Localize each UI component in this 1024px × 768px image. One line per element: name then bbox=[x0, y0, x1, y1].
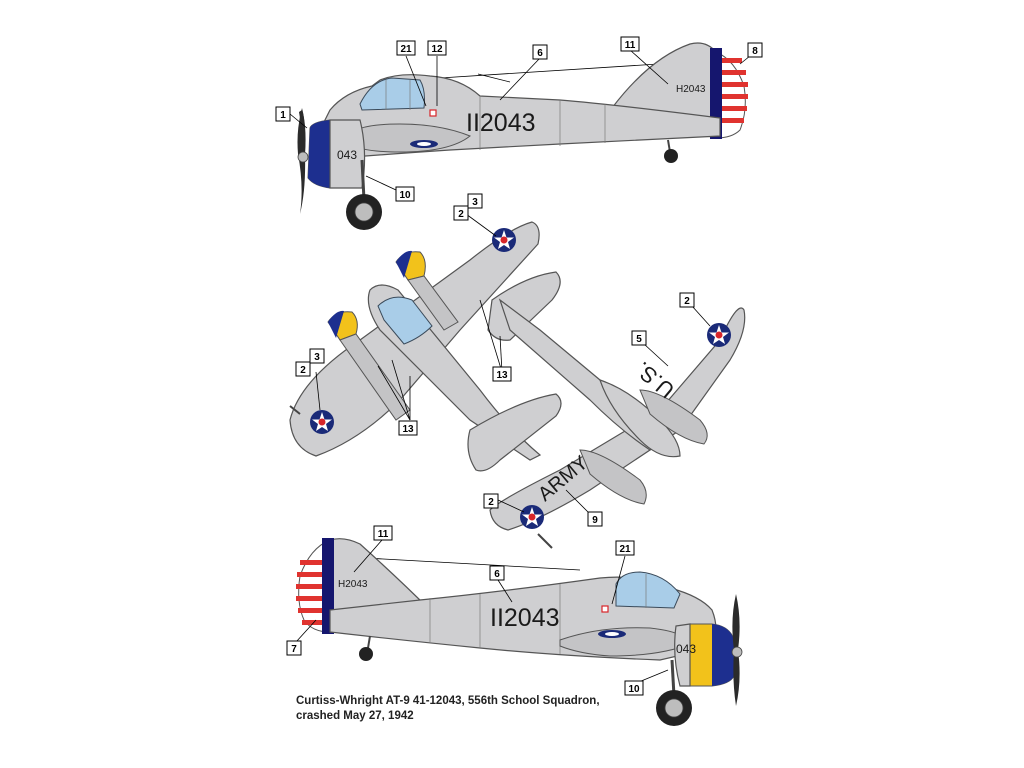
callout-13: 13 bbox=[492, 366, 512, 382]
callout-5: 5 bbox=[631, 330, 647, 346]
engine-nacelle-right bbox=[395, 250, 459, 331]
callout-number: 6 bbox=[494, 569, 500, 580]
callout-number: 3 bbox=[472, 197, 478, 208]
top-side-profile: 043 II2043 H2043 bbox=[297, 42, 748, 230]
callout-number: 6 bbox=[537, 48, 543, 59]
engine-nacelle-left bbox=[327, 310, 411, 421]
callout-number: 21 bbox=[400, 44, 412, 55]
antenna-wire bbox=[477, 73, 511, 83]
callout-11: 11 bbox=[373, 525, 393, 541]
tail-wheel bbox=[359, 635, 373, 661]
tail-code: H2043 bbox=[338, 579, 368, 590]
propeller bbox=[297, 108, 309, 214]
callout-2: 2 bbox=[295, 361, 311, 377]
callout-3: 3 bbox=[309, 348, 325, 364]
callout-2: 2 bbox=[679, 292, 695, 308]
callout-number: 21 bbox=[619, 544, 631, 555]
callout-number: 2 bbox=[684, 296, 690, 307]
national-insignia bbox=[310, 410, 334, 434]
leader-lines bbox=[289, 49, 751, 685]
callout-number: 2 bbox=[458, 209, 464, 220]
callout-number: 1 bbox=[280, 110, 286, 121]
engine-nacelle-right bbox=[639, 389, 708, 445]
callout-2: 2 bbox=[453, 205, 469, 221]
bottom-side-profile: 043 II2043 H2043 bbox=[296, 538, 743, 726]
callout-number: 11 bbox=[625, 40, 636, 51]
callout-11: 11 bbox=[620, 36, 640, 52]
tail-wheel bbox=[664, 139, 678, 163]
caption-line: Curtiss-Whright AT-9 41-12043, 556th Sch… bbox=[296, 695, 600, 707]
callout-6: 6 bbox=[489, 565, 505, 581]
callout-number: 2 bbox=[300, 365, 306, 376]
caption-line: crashed May 27, 1942 bbox=[296, 710, 414, 722]
callout-number: 13 bbox=[496, 370, 508, 381]
national-insignia bbox=[707, 323, 731, 347]
callout-8: 8 bbox=[747, 42, 763, 58]
callout-10: 10 bbox=[624, 680, 644, 696]
callout-number: 11 bbox=[378, 529, 389, 540]
callout-number: 10 bbox=[399, 190, 411, 201]
canopy bbox=[377, 296, 433, 345]
horizontal-stabilizer bbox=[487, 271, 561, 341]
callout-2: 2 bbox=[483, 493, 499, 509]
national-insignia bbox=[492, 228, 516, 252]
callout-7: 7 bbox=[286, 640, 302, 656]
callout-3: 3 bbox=[467, 193, 483, 209]
cowl-number: 043 bbox=[337, 148, 357, 162]
engine-cowling bbox=[674, 623, 735, 687]
callout-number: 2 bbox=[488, 497, 494, 508]
main-landing-gear bbox=[656, 659, 692, 726]
rudder-stripes bbox=[296, 538, 334, 634]
callout-number: 7 bbox=[291, 644, 297, 655]
callout-number: 8 bbox=[752, 46, 758, 57]
fuselage-nose bbox=[599, 379, 681, 458]
callout-13: 13 bbox=[398, 420, 418, 436]
horizontal-stabilizer bbox=[467, 393, 562, 472]
tail-code: H2043 bbox=[676, 84, 706, 95]
engine-nacelle bbox=[349, 123, 471, 153]
callout-number: 9 bbox=[592, 515, 598, 526]
rudder-stripes bbox=[710, 48, 748, 139]
plan-view-upper bbox=[289, 221, 562, 472]
callout-6: 6 bbox=[532, 44, 548, 60]
callout-number: 10 bbox=[628, 684, 640, 695]
fuselage-serial: II2043 bbox=[490, 604, 560, 632]
callout-number: 13 bbox=[402, 424, 414, 435]
callout-9: 9 bbox=[587, 511, 603, 527]
canopy bbox=[359, 77, 425, 111]
aircraft-caption: Curtiss-Whright AT-9 41-12043, 556th Sch… bbox=[296, 694, 636, 724]
callout-number: 12 bbox=[431, 44, 443, 55]
cowl-number: 043 bbox=[676, 642, 696, 656]
main-landing-gear bbox=[346, 159, 382, 230]
wing bbox=[489, 307, 746, 531]
national-insignia bbox=[520, 505, 544, 529]
antenna-wire bbox=[439, 61, 691, 79]
engine-nacelle-left bbox=[579, 449, 647, 505]
callout-21: 21 bbox=[396, 40, 416, 56]
callout-1: 1 bbox=[275, 106, 291, 122]
callout-number: 3 bbox=[314, 352, 320, 363]
callout-12: 12 bbox=[427, 40, 447, 56]
engine-cowling bbox=[307, 119, 366, 189]
callout-10: 10 bbox=[395, 186, 415, 202]
propeller bbox=[731, 594, 743, 706]
callout-21: 21 bbox=[615, 540, 635, 556]
callout-number: 5 bbox=[636, 334, 642, 345]
fuselage-serial: II2043 bbox=[466, 109, 536, 137]
canopy bbox=[615, 571, 681, 609]
